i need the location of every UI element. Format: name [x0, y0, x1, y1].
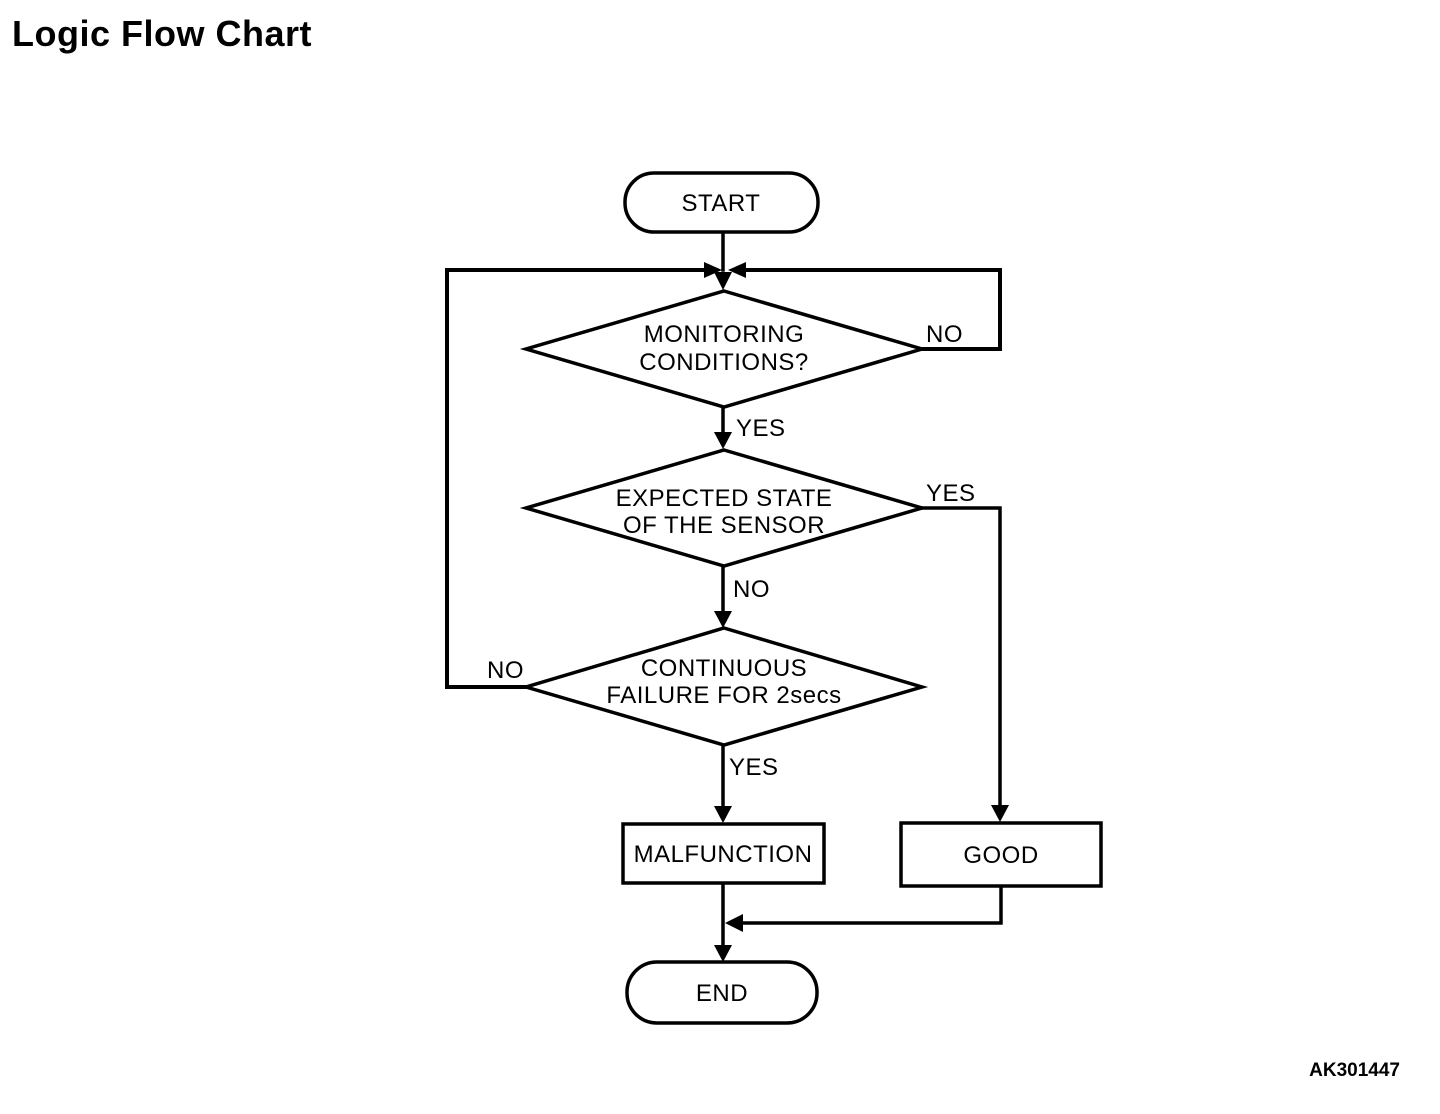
edge-expected-state-yes: YES	[918, 480, 1009, 822]
node-monitoring-conditions: MONITORING CONDITIONS?	[519, 289, 929, 409]
arrowhead-down-icon	[714, 272, 732, 290]
decision-shape	[519, 448, 929, 568]
node-start: START	[623, 171, 820, 234]
edge-label-no: NO	[733, 576, 770, 603]
node-continuous-failure: CONTINUOUS FAILURE FOR 2secs	[519, 626, 929, 747]
arrowhead-left-icon	[725, 914, 743, 932]
decision-label-line2: OF THE SENSOR	[623, 512, 825, 539]
arrowhead-down-icon	[714, 806, 732, 823]
edge-line	[746, 268, 1002, 351]
node-malfunction: MALFUNCTION	[621, 822, 826, 885]
malfunction-label: MALFUNCTION	[634, 841, 813, 868]
edge-label-yes: YES	[729, 754, 779, 781]
decision-label-line1: CONTINUOUS	[641, 655, 807, 682]
edge-label-no: NO	[926, 321, 963, 348]
edge-line	[918, 506, 1002, 808]
process-shape	[899, 821, 1103, 888]
decision-label-line1: EXPECTED STATE	[616, 485, 833, 512]
process-shape	[621, 822, 826, 885]
edge-label-yes: YES	[736, 415, 786, 442]
figure-code: AK301447	[1309, 1060, 1400, 1081]
arrowhead-right-icon	[704, 262, 722, 278]
arrowhead-left-icon	[728, 262, 746, 278]
edge-label-no: NO	[487, 657, 524, 684]
node-good: GOOD	[899, 821, 1103, 888]
edge-start-to-monitoring	[714, 230, 732, 290]
node-expected-state: EXPECTED STATE OF THE SENSOR	[519, 448, 929, 568]
decision-label-line2: FAILURE FOR 2secs	[606, 682, 841, 709]
page-title: Logic Flow Chart	[12, 13, 312, 54]
good-label: GOOD	[963, 842, 1038, 869]
edge-continuous-failure-yes: YES	[714, 743, 779, 823]
arrowhead-down-icon	[714, 611, 732, 628]
edge-line	[741, 884, 1003, 925]
edge-good-to-merge	[725, 884, 1003, 932]
edge-monitoring-no-loop: NO	[728, 262, 1002, 351]
decision-shape	[519, 289, 929, 409]
decision-shape	[519, 626, 929, 747]
terminator-shape	[623, 171, 820, 234]
node-end: END	[625, 960, 819, 1025]
terminator-shape	[625, 960, 819, 1025]
arrowhead-down-icon	[714, 432, 732, 449]
edge-line	[445, 268, 704, 689]
edge-continuous-failure-no-loop: NO	[445, 262, 722, 689]
edge-label-yes: YES	[926, 480, 976, 507]
arrowhead-down-icon	[991, 805, 1009, 822]
arrowhead-down-icon	[714, 945, 732, 962]
edge-expected-state-no: NO	[714, 564, 770, 628]
end-label: END	[696, 980, 748, 1007]
decision-label-line1: MONITORING	[644, 321, 805, 348]
decision-label-line2: CONDITIONS?	[639, 349, 809, 376]
edge-monitoring-yes: YES	[714, 405, 786, 449]
edge-malfunction-to-end	[714, 881, 732, 962]
start-label: START	[682, 190, 761, 217]
